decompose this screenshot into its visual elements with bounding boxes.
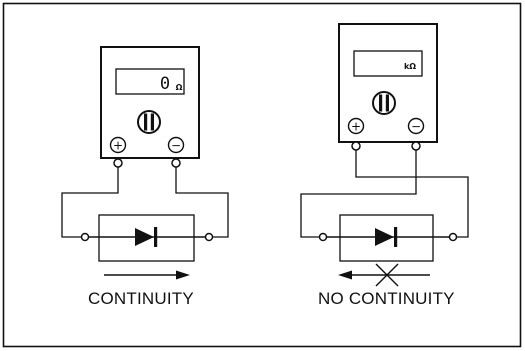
test-leads-left [61,167,229,238]
diode-lead-end [80,232,90,242]
multimeter-right: kΩ + − [338,23,438,151]
test-leads-right [300,150,469,238]
svg-text:+: + [351,120,361,134]
probe-jack-negative [171,158,181,168]
arrow-right-icon [104,270,190,280]
meter-display [353,50,423,77]
meter-display-unit: kΩ [404,62,416,71]
selector-dial-icon [372,91,396,115]
caption-no-continuity: NO CONTINUITY [318,289,455,308]
meter-display-unit: Ω [176,83,183,92]
diode-icon [375,227,398,247]
diode-lead-end [448,232,458,242]
positive-terminal-icon: + [347,117,365,135]
selector-dial-icon [137,110,161,134]
probe-jack-positive [113,158,123,168]
diode-icon [135,227,158,247]
diode-lead-end [318,232,328,242]
negative-terminal-icon: − [407,117,425,135]
meter-display-value: 0 [160,74,170,94]
svg-text:−: − [171,139,181,153]
diode-assembly-right [318,214,458,262]
probe-jack-negative [411,141,421,151]
svg-text:−: − [411,120,421,134]
svg-text:+: + [113,139,123,153]
multimeter-left: 0 Ω + − [100,46,200,168]
diode-assembly-left [80,214,214,262]
meter-display [115,68,185,95]
arrow-left-crossed-icon [338,263,430,287]
caption-continuity: CONTINUITY [88,289,194,308]
negative-terminal-icon: − [167,136,185,154]
diagram-frame [2,2,522,348]
probe-jack-positive [351,141,361,151]
positive-terminal-icon: + [109,136,127,154]
diode-lead-end [204,232,214,242]
